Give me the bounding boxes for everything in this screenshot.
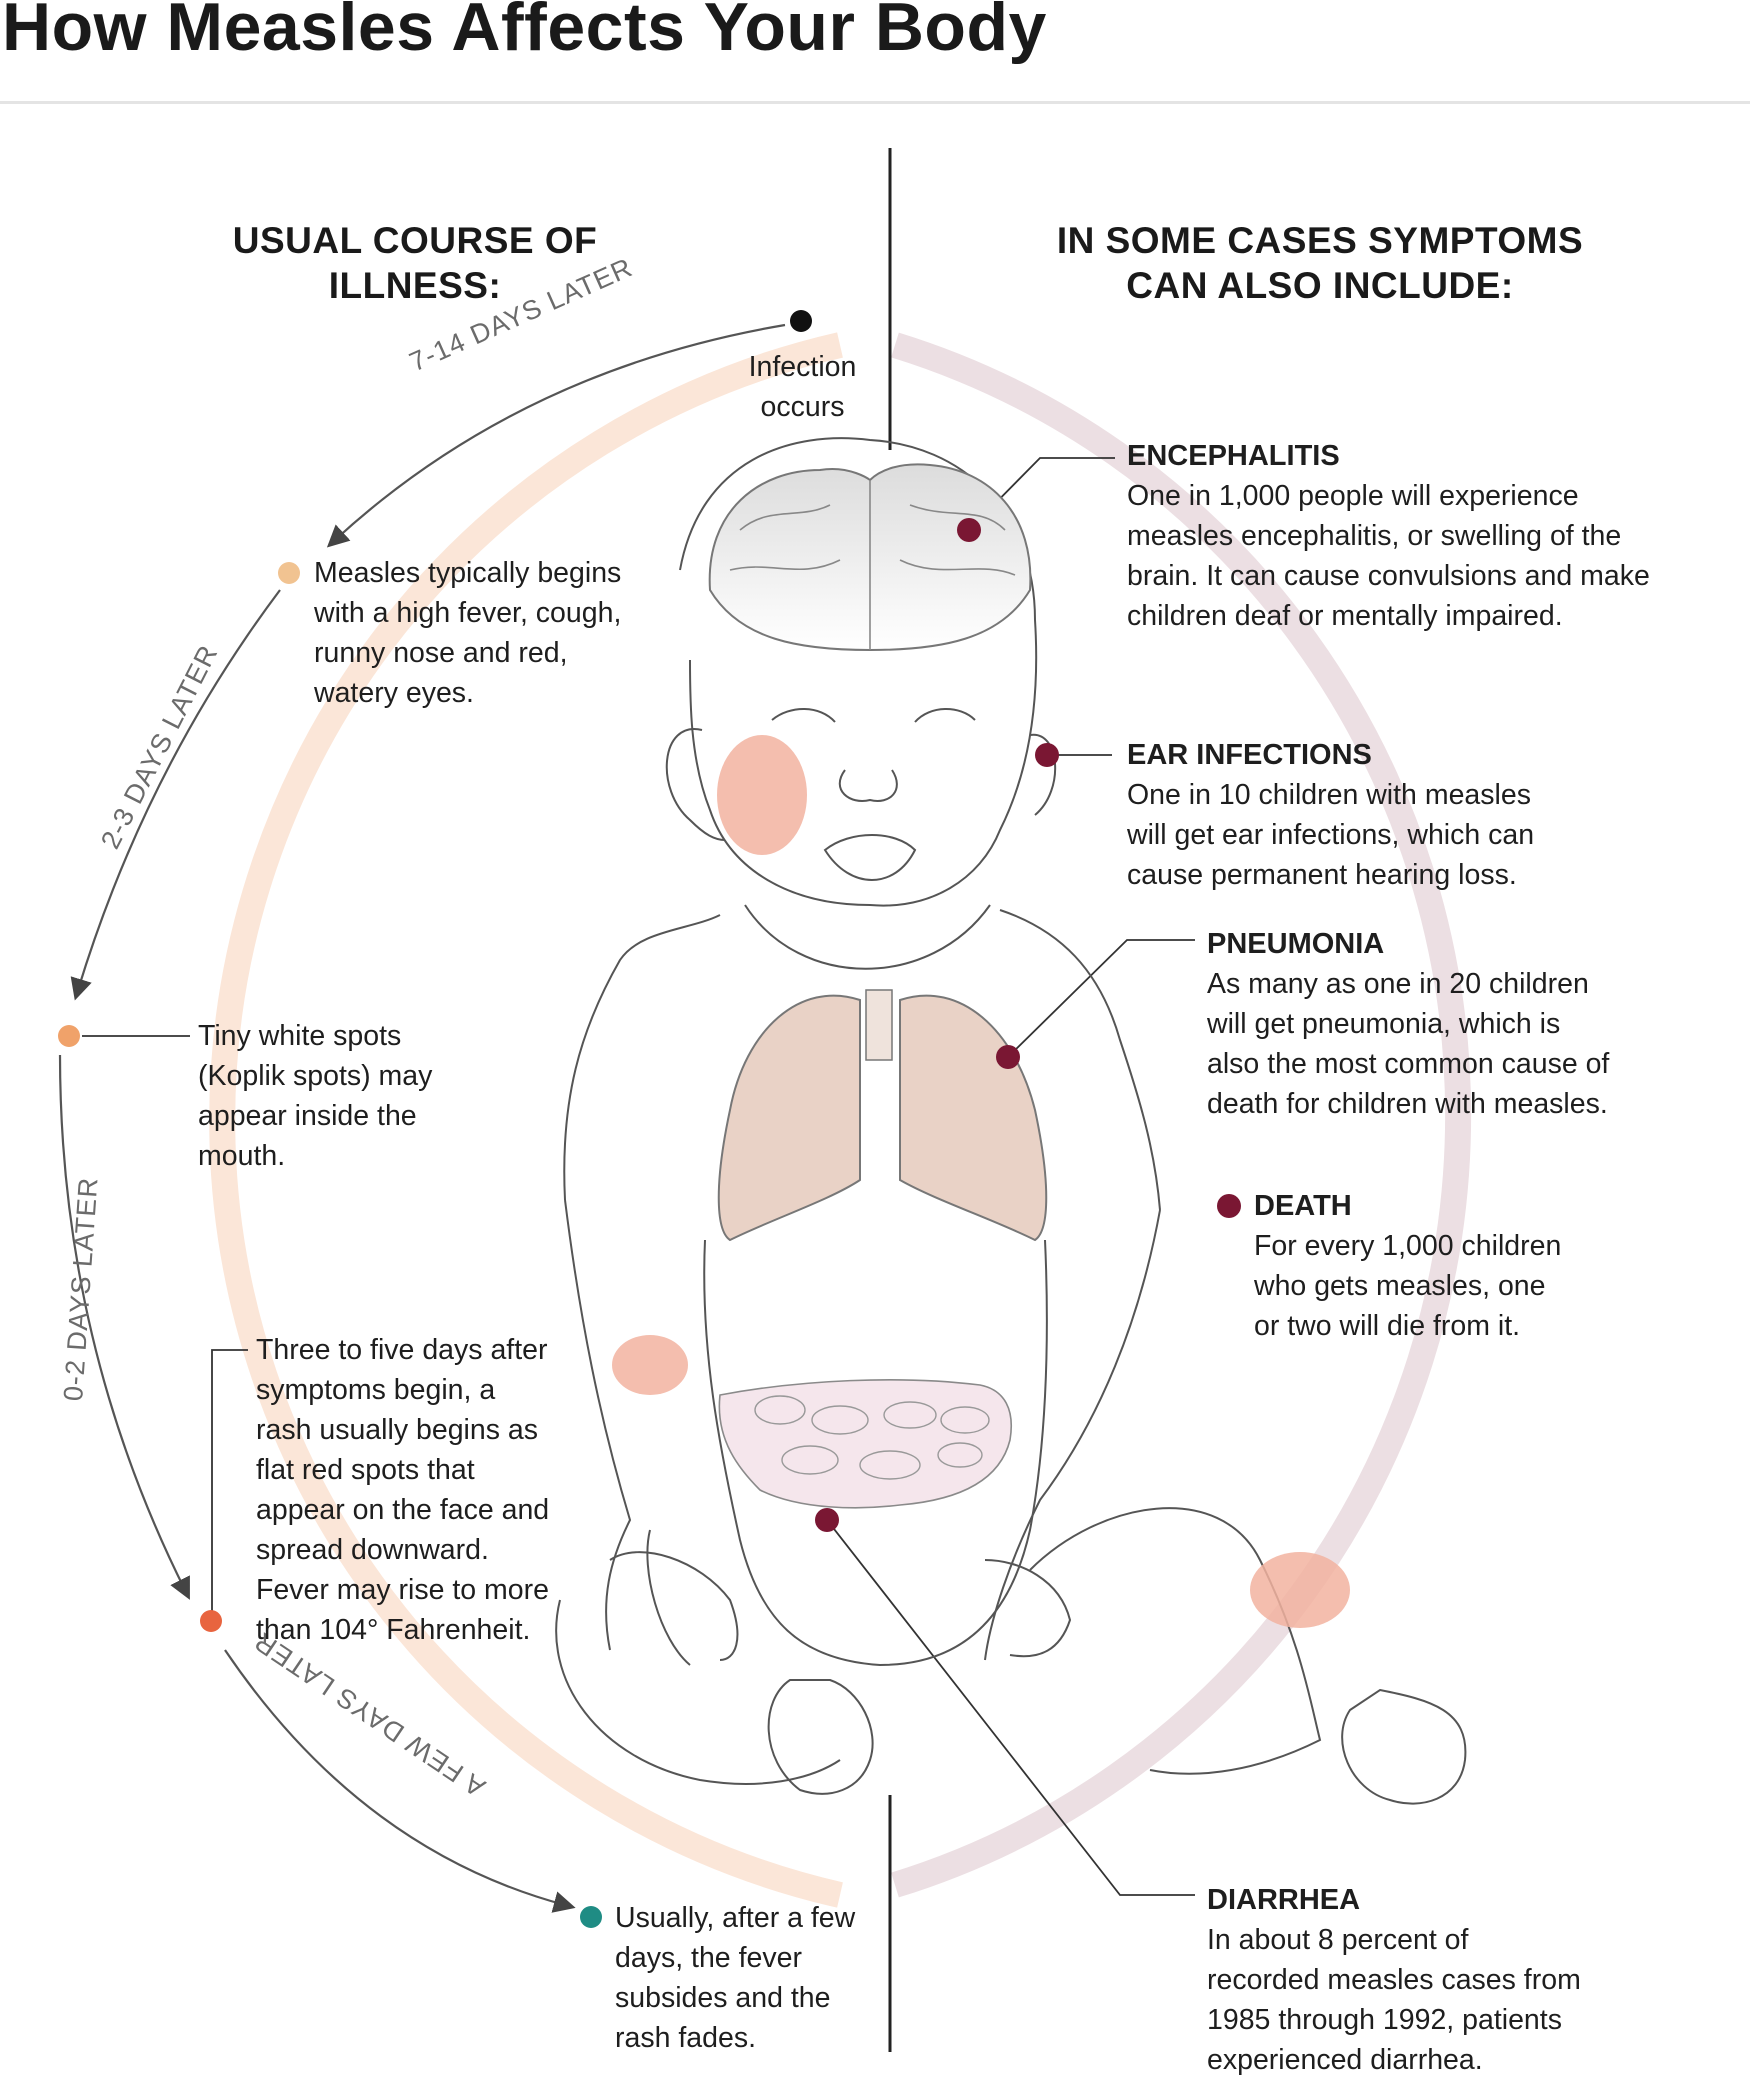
right-ring <box>891 332 1472 1898</box>
ear-infections-line: cause permanent hearing loss. <box>1127 859 1517 891</box>
stage-1-line: runny nose and red, <box>314 637 568 669</box>
ear-infections-line: will get ear infections, which can <box>1127 819 1535 851</box>
infection-label-line2: occurs <box>760 391 845 423</box>
stage-3-text: Three to five days after symptoms begin,… <box>256 1330 601 1650</box>
stage-1-dot <box>278 562 300 584</box>
diarrhea-line: recorded measles cases from <box>1207 1964 1581 1996</box>
encephalitis-line: children deaf or mentally impaired. <box>1127 600 1563 632</box>
stage-4-dot <box>580 1906 602 1928</box>
stage-4-text: Usually, after a few days, the fever sub… <box>615 1898 915 2058</box>
pneumonia-line: As many as one in 20 children <box>1207 968 1589 1000</box>
pneumonia-line: will get pneumonia, which is <box>1207 1008 1561 1040</box>
stage-3-line: than 104° Fahrenheit. <box>256 1614 531 1646</box>
stage-2-line: Tiny white spots <box>198 1020 402 1052</box>
right-heading-line1: IN SOME CASES SYMPTOMS <box>1056 220 1584 261</box>
stage-1-line: with a high fever, cough, <box>314 597 622 629</box>
timeline-arrows <box>58 323 786 1913</box>
stage-3-dot <box>200 1610 222 1632</box>
stage-1-text: Measles typically begins with a high fev… <box>314 553 674 713</box>
diarrhea-dot <box>815 1508 839 1532</box>
encephalitis-dot <box>957 518 981 542</box>
death-dot <box>1217 1194 1241 1218</box>
pneumonia-dot <box>996 1045 1020 1069</box>
diarrhea-line: 1985 through 1992, patients <box>1207 2004 1562 2036</box>
right-heading: IN SOME CASES SYMPTOMS CAN ALSO INCLUDE: <box>1030 218 1610 308</box>
stage-3-line: Fever may rise to more <box>256 1574 549 1606</box>
pneumonia-line: death for children with measles. <box>1207 1088 1608 1120</box>
stage-3-line: symptoms begin, a <box>256 1374 496 1406</box>
death-line: For every 1,000 children <box>1254 1230 1562 1262</box>
death-text: DEATH For every 1,000 children who gets … <box>1254 1186 1704 1346</box>
stage-2-line: appear inside the <box>198 1100 417 1132</box>
ear-infections-title: EAR INFECTIONS <box>1127 739 1372 771</box>
encephalitis-line: brain. It can cause convulsions and make <box>1127 560 1650 592</box>
left-ring <box>209 332 843 1908</box>
stage-2-text: Tiny white spots (Koplik spots) may appe… <box>198 1016 488 1176</box>
ear-infections-line: One in 10 children with measles <box>1127 779 1531 811</box>
stage-3-line: spread downward. <box>256 1534 489 1566</box>
diarrhea-text: DIARRHEA In about 8 percent of recorded … <box>1207 1880 1707 2080</box>
stage-4-line: Usually, after a few <box>615 1902 856 1934</box>
pneumonia-text: PNEUMONIA As many as one in 20 children … <box>1207 924 1707 1124</box>
stage-4-line: days, the fever <box>615 1942 802 1974</box>
encephalitis-line: measles encephalitis, or swelling of the <box>1127 520 1622 552</box>
rash-patches <box>612 735 1350 1628</box>
ear-infections-text: EAR INFECTIONS One in 10 children with m… <box>1127 735 1687 895</box>
ear-infection-dot <box>1035 743 1059 767</box>
infection-dot <box>790 310 812 332</box>
encephalitis-line: One in 1,000 people will experience <box>1127 480 1579 512</box>
stage-3-line: Three to five days after <box>256 1334 548 1366</box>
stage-1-line: Measles typically begins <box>314 557 622 589</box>
death-line: who gets measles, one <box>1254 1270 1546 1302</box>
diarrhea-line: experienced diarrhea. <box>1207 2044 1483 2076</box>
stage-2-line: mouth. <box>198 1140 286 1172</box>
page-title: How Measles Affects Your Body <box>2 0 1047 65</box>
death-title: DEATH <box>1254 1190 1352 1222</box>
title-divider <box>0 101 1750 104</box>
baby-outline <box>555 437 1467 1805</box>
diarrhea-title: DIARRHEA <box>1207 1884 1361 1916</box>
right-heading-line2: CAN ALSO INCLUDE: <box>1126 265 1514 306</box>
intestines <box>718 1378 1012 1509</box>
stage-3-line: flat red spots that <box>256 1454 475 1486</box>
trachea <box>865 989 893 1061</box>
stage-1-line: watery eyes. <box>314 677 474 709</box>
infection-label: Infection occurs <box>730 347 875 427</box>
stage-2-dot <box>58 1025 80 1047</box>
pneumonia-line: also the most common cause of <box>1207 1048 1610 1080</box>
stage-2-line: (Koplik spots) may <box>198 1060 433 1092</box>
infection-label-line1: Infection <box>748 351 857 383</box>
death-line: or two will die from it. <box>1254 1310 1521 1342</box>
stage-4-line: subsides and the <box>615 1982 831 2014</box>
stage-3-line: rash usually begins as <box>256 1414 538 1446</box>
pneumonia-title: PNEUMONIA <box>1207 928 1385 960</box>
diarrhea-line: In about 8 percent of <box>1207 1924 1469 1956</box>
left-heading: USUAL COURSE OF ILLNESS: <box>232 220 598 306</box>
stage-3-line: appear on the face and <box>256 1494 550 1526</box>
stage-4-line: rash fades. <box>615 2022 756 2054</box>
encephalitis-text: ENCEPHALITIS One in 1,000 people will ex… <box>1127 436 1727 636</box>
encephalitis-title: ENCEPHALITIS <box>1127 440 1340 472</box>
